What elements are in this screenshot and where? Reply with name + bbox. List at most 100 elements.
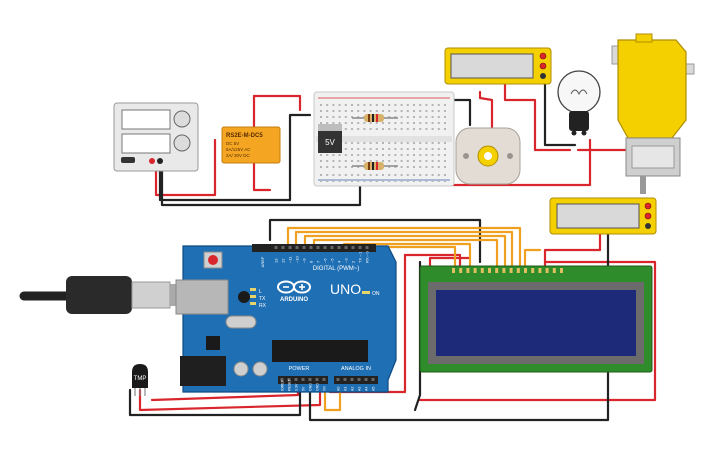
lcd-pin[interactable] bbox=[516, 268, 520, 273]
lcd-pin[interactable] bbox=[552, 268, 556, 273]
digital-pin[interactable] bbox=[281, 246, 285, 249]
digital-pin[interactable] bbox=[288, 246, 292, 249]
breadboard-hole bbox=[400, 116, 403, 118]
breadboard-hole bbox=[400, 128, 403, 130]
gear-motor[interactable] bbox=[611, 33, 695, 194]
voltage-knob[interactable] bbox=[173, 110, 191, 128]
breadboard-hole bbox=[400, 154, 403, 156]
breadboard-hole bbox=[351, 122, 353, 124]
breadboard-hole bbox=[351, 142, 353, 144]
breadboard-hole bbox=[363, 122, 366, 124]
breadboard-hole bbox=[369, 128, 372, 130]
breadboard-hole bbox=[413, 174, 415, 176]
breadboard-hole bbox=[444, 180, 446, 182]
analog-pin[interactable] bbox=[371, 378, 375, 381]
analog-pin[interactable] bbox=[343, 378, 347, 381]
digital-pin[interactable] bbox=[323, 246, 327, 249]
reset-button[interactable] bbox=[208, 255, 218, 265]
digital-pin[interactable] bbox=[274, 246, 278, 249]
breadboard-hole bbox=[363, 160, 366, 162]
breadboard-hole bbox=[344, 110, 347, 112]
lcd-pin[interactable] bbox=[459, 268, 463, 273]
lcd-pin[interactable] bbox=[488, 268, 491, 273]
lcd-pin[interactable] bbox=[560, 268, 563, 273]
brand-label: ARDUINO bbox=[280, 297, 308, 303]
current-knob[interactable] bbox=[173, 134, 191, 152]
breadboard[interactable] bbox=[313, 91, 455, 187]
digital-pin[interactable] bbox=[337, 246, 341, 249]
dc-motor[interactable] bbox=[455, 127, 521, 185]
lcd-display[interactable] bbox=[419, 265, 653, 373]
power-pin[interactable] bbox=[315, 378, 319, 381]
power-pin[interactable] bbox=[301, 378, 305, 381]
power-pin[interactable] bbox=[308, 378, 312, 381]
digital-pin[interactable] bbox=[302, 246, 306, 249]
lcd-pin[interactable] bbox=[480, 268, 484, 273]
power-supply[interactable] bbox=[113, 102, 199, 172]
breadboard-hole bbox=[375, 148, 378, 150]
breadboard-hole bbox=[413, 104, 415, 106]
breadboard-hole bbox=[431, 174, 434, 176]
lcd-pin[interactable] bbox=[509, 268, 513, 273]
digital-pin-label: 2 bbox=[351, 260, 356, 263]
analog-pin[interactable] bbox=[364, 378, 368, 381]
power-header-label: POWER bbox=[289, 366, 310, 372]
lcd-pin[interactable] bbox=[545, 268, 549, 273]
lcd-pin[interactable] bbox=[473, 268, 477, 273]
breadboard-hole bbox=[388, 104, 391, 106]
breadboard-hole bbox=[413, 110, 415, 112]
lcd-pin[interactable] bbox=[538, 268, 542, 273]
breadboard-hole bbox=[400, 180, 403, 182]
digital-pin[interactable] bbox=[330, 246, 334, 249]
relay[interactable]: RS2E-M-DC5 DC 5V 5A/125V AC 2A/ 30V DC bbox=[221, 126, 281, 164]
lcd-pin[interactable] bbox=[531, 268, 535, 273]
analog-pin[interactable] bbox=[350, 378, 354, 381]
digital-pin[interactable] bbox=[358, 246, 362, 249]
breadboard-hole bbox=[332, 104, 335, 106]
rx-label: RX bbox=[259, 303, 267, 309]
lcd-pin[interactable] bbox=[524, 268, 527, 273]
breadboard-hole bbox=[320, 160, 322, 162]
power-switch[interactable] bbox=[121, 157, 135, 163]
breadboard-hole bbox=[394, 104, 397, 106]
breadboard-hole bbox=[369, 142, 372, 144]
breadboard-hole bbox=[382, 128, 384, 130]
breadboard-hole bbox=[363, 180, 366, 182]
lcd-pin[interactable] bbox=[502, 268, 506, 273]
digital-pin[interactable] bbox=[295, 246, 299, 249]
breadboard-hole bbox=[326, 116, 329, 118]
resistor bbox=[352, 162, 398, 170]
breadboard-hole bbox=[388, 142, 391, 144]
lcd-pin[interactable] bbox=[452, 268, 455, 273]
breadboard-hole bbox=[369, 148, 372, 150]
analog-pin[interactable] bbox=[357, 378, 361, 381]
digital-pin[interactable] bbox=[351, 246, 355, 249]
power-pin[interactable] bbox=[280, 378, 284, 381]
power-pin[interactable] bbox=[294, 378, 298, 381]
analog-pin-label: A2 bbox=[351, 387, 355, 391]
breadboard-hole bbox=[431, 160, 434, 162]
power-pin[interactable] bbox=[287, 378, 291, 381]
temperature-sensor[interactable]: TMP bbox=[132, 364, 148, 396]
digital-pin[interactable] bbox=[344, 246, 348, 249]
breadboard-hole bbox=[419, 128, 422, 130]
power-pin[interactable] bbox=[322, 378, 326, 381]
breadboard-hole bbox=[332, 166, 335, 168]
digital-pin[interactable] bbox=[365, 246, 369, 249]
analog-pin-label: A4 bbox=[365, 387, 369, 391]
lcd-pin[interactable] bbox=[495, 268, 499, 273]
breadboard-hole bbox=[394, 154, 397, 156]
digital-pin[interactable] bbox=[309, 246, 313, 249]
breadboard-hole bbox=[344, 154, 347, 156]
breadboard-hole bbox=[406, 174, 409, 176]
multimeter-right[interactable] bbox=[549, 197, 657, 235]
multimeter-top[interactable] bbox=[444, 47, 552, 85]
analog-pin-label: A3 bbox=[358, 387, 362, 391]
arduino-logo bbox=[277, 280, 311, 294]
lcd-pin[interactable] bbox=[466, 268, 470, 273]
digital-pin-label: ~9 bbox=[302, 258, 307, 263]
digital-pin[interactable] bbox=[316, 246, 320, 249]
analog-pin[interactable] bbox=[336, 378, 340, 381]
light-bulb[interactable] bbox=[557, 70, 601, 136]
